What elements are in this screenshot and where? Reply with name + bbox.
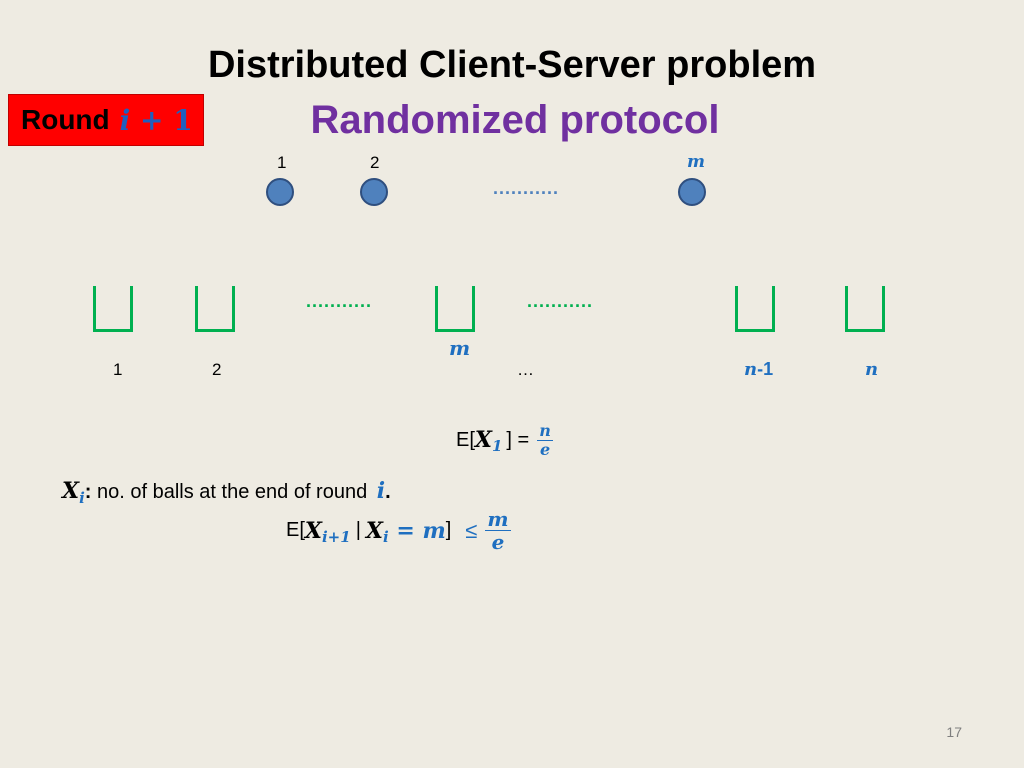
equation-expected-x1: E[ X 1 ] = n e [456, 422, 553, 458]
round-plus: + [140, 103, 164, 137]
eq2-bar: | [355, 519, 361, 541]
bin-m [435, 286, 475, 332]
bin-label-n-minus-1-var: n [744, 359, 758, 380]
eq2-eqtext: = m [388, 517, 446, 544]
eq2-prefix: E[ [286, 519, 305, 541]
bin-label-2: 2 [212, 360, 222, 379]
slide-title: Distributed Client-Server problem [207, 44, 817, 86]
bin-dots-right: ........... [527, 291, 594, 311]
slide-subtitle: Randomized protocol [310, 98, 720, 142]
eq1-num: n [537, 421, 553, 441]
bin-label-1: 1 [113, 360, 123, 379]
eq1-prefix: E[ [456, 428, 475, 451]
round-one: 1 [173, 103, 193, 137]
ball-label-1: 1 [277, 153, 287, 172]
bin-1 [93, 286, 133, 332]
def-var: X [62, 478, 80, 504]
equation-conditional: E[ X i+1 | X i = m ] ≤ m e [286, 508, 511, 553]
eq1-var: X [474, 427, 492, 454]
eq1-den: e [539, 439, 551, 459]
bin-dots-left: ........... [306, 291, 373, 311]
ball-dots: ........... [493, 178, 560, 198]
eq2-suffix: ] [445, 519, 452, 541]
eq2-var2: X [365, 517, 383, 544]
eq2-var1: X [304, 517, 322, 544]
bin-2 [195, 286, 235, 332]
eq2-den: e [491, 530, 505, 554]
bin-label-m: m [449, 336, 471, 360]
round-expression: i + 1 [120, 104, 193, 137]
definition-line: X i : no. of balls at the end of round i… [62, 478, 391, 507]
ball-2 [360, 178, 388, 206]
eq2-fraction: m e [485, 507, 511, 554]
page-number: 17 [946, 724, 962, 740]
round-badge: Round i + 1 [8, 94, 204, 146]
bin-label-n: n [865, 359, 879, 380]
ball-1 [266, 178, 294, 206]
eq2-num: m [485, 507, 511, 531]
ball-label-m: m [687, 152, 705, 172]
round-label: Round [21, 104, 110, 135]
bin-label-n-minus-1: n-1 [744, 359, 773, 380]
round-index-var: i [119, 103, 131, 137]
def-period: . [385, 481, 391, 503]
eq2-sub1: i+1 [321, 527, 351, 546]
bin-n-minus-1 [735, 286, 775, 332]
eq2-leq: ≤ [465, 517, 478, 543]
def-colon: : [84, 481, 92, 503]
eq1-suffix: ] = [506, 428, 530, 451]
bin-ellipsis: … [517, 360, 534, 379]
ball-m [678, 178, 706, 206]
eq1-sub: 1 [491, 437, 503, 456]
def-sub: i [79, 489, 85, 507]
eq2-sub2: i [382, 527, 389, 546]
bin-label-n-minus-1-suffix: -1 [757, 359, 774, 379]
ball-label-2: 2 [370, 153, 380, 172]
bin-n [845, 286, 885, 332]
def-round-var: i [376, 478, 386, 504]
eq1-fraction: n e [537, 422, 553, 458]
def-text: no. of balls at the end of round [91, 481, 373, 503]
